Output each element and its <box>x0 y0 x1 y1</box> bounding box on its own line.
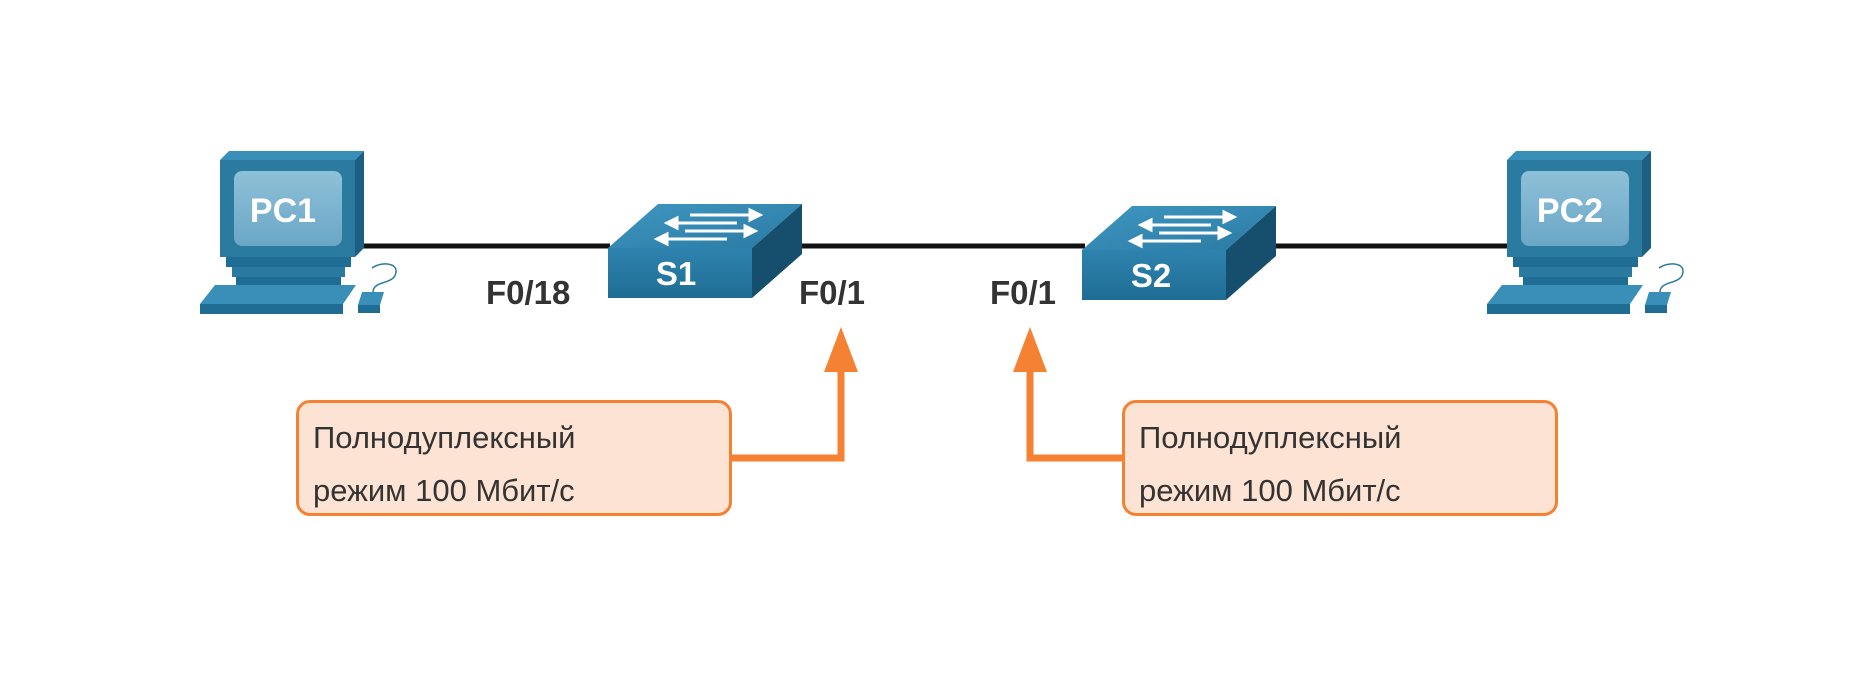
port-label-s2-f0-1: F0/1 <box>990 274 1057 311</box>
s1-label: S1 <box>656 255 696 292</box>
left-callout-line1: Полнодуплексный <box>313 420 576 455</box>
s2-label: S2 <box>1131 257 1171 294</box>
right-callout-line1: Полнодуплексный <box>1139 420 1402 455</box>
pc1-label: PC1 <box>250 192 316 230</box>
left-callout: Полнодуплексный режим 100 Мбит/с <box>296 400 732 516</box>
right-callout-arrow <box>1013 327 1125 462</box>
pc1-computer-icon: PC1 <box>200 151 397 314</box>
right-callout: Полнодуплексный режим 100 Мбит/с <box>1122 400 1558 516</box>
port-label-s1-f0-1: F0/1 <box>799 274 866 311</box>
right-callout-line2: режим 100 Мбит/с <box>1139 473 1401 508</box>
s2-switch-icon: S2 <box>1082 206 1276 300</box>
s1-switch-icon: S1 <box>608 204 802 298</box>
left-callout-arrow <box>730 327 858 462</box>
left-callout-line2: режим 100 Мбит/с <box>313 473 575 508</box>
pc2-computer-icon: PC2 <box>1487 151 1684 314</box>
pc2-label: PC2 <box>1537 192 1603 230</box>
port-label-s1-f0-18: F0/18 <box>486 274 571 311</box>
